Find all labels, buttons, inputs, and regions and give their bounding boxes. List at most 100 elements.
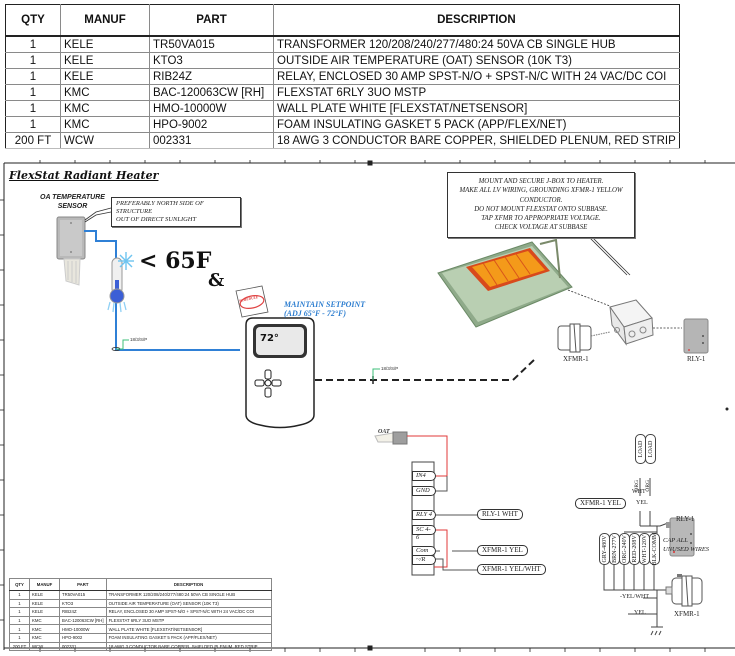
snowflake-icon [118, 252, 134, 270]
cell-description: TRANSFORMER 120/208/240/277/480:24 50VA … [105, 590, 272, 600]
cell-part: RIB24Z [59, 607, 107, 617]
cell-manuf: KMC [60, 100, 150, 117]
cell-manuf: KELE [29, 598, 60, 609]
and-symbol: & [208, 270, 225, 291]
sensor-location-note: PREFERABLY NORTH SIDE OF STRUCTURE OUT O… [111, 197, 241, 227]
relay-source-pill: XFMR-1 YEL [575, 498, 626, 509]
table-row: 1 KMC HPO-9002 FOAM INSULATING GASKET 5 … [5, 116, 680, 133]
cell-part: BAC-120063CW [RH] [59, 615, 107, 626]
note-line: TAP XFMR TO APPROPRIATE VOLTAGE. [481, 215, 601, 223]
cell-manuf: WCW [29, 641, 60, 652]
table-header-row: QTY MANUF PART DESCRIPTION [9, 578, 272, 591]
tap-label: BRN-277V [611, 535, 618, 563]
cell-qty: 1 [5, 84, 61, 101]
tap-label: ORG-240V [621, 535, 628, 563]
oa-sensor-label: OA TEMPERATURE SENSOR [40, 193, 105, 211]
load-pill-label: LOAD [647, 440, 654, 458]
cell-qty: 1 [5, 35, 61, 53]
relay-label: RLY-1 [687, 355, 706, 363]
note-line: PREFERABLY NORTH SIDE OF STRUCTURE [116, 200, 204, 215]
cell-part: KTO3 [59, 598, 107, 609]
setpoint-line-1: MAINTAIN SETPOINT [284, 300, 366, 309]
oa-sensor-label-line-2: SENSOR [57, 203, 88, 210]
cell-qty: 1 [9, 632, 30, 643]
cell-part: HPO-9002 [149, 116, 274, 133]
yel-wht-wire-label: -YEL/WHT [620, 594, 649, 600]
table-row: 1 KELE RIB24Z RELAY, ENCLOSED 30 AMP SPS… [5, 68, 680, 85]
cell-part: 002331 [149, 132, 274, 149]
load-pill-label: LOAD [637, 440, 644, 458]
cell-qty: 1 [5, 100, 61, 117]
note-line: MAKE ALL LV WIRING, GROUNDING XFMR-1 YEL… [459, 187, 623, 204]
cable-tag-marker [111, 339, 129, 351]
column-header-manuf: MANUF [60, 4, 150, 37]
column-header-part: PART [59, 578, 107, 591]
cell-manuf: KMC [60, 116, 150, 133]
setpoint-note: MAINTAIN SETPOINT (ADJ 65°F - 72°F) [284, 300, 365, 318]
note-leader [84, 207, 112, 221]
thermometer-icon [107, 257, 127, 313]
table-row: 1 KMC HMO-10000W WALL PLATE WHITE [FLEXS… [5, 100, 680, 117]
cell-manuf: KELE [60, 52, 150, 69]
diagram-title: FlexStat Radiant Heater [9, 169, 159, 182]
tap-label: GRY-480V [601, 535, 608, 563]
terminal-rly4: RLY 4 [412, 510, 436, 520]
schedule-clipboard-icon [235, 285, 269, 318]
cell-description: FOAM INSULATING GASKET 5 PACK (APP/FLEX/… [273, 116, 680, 133]
column-header-qty: QTY [9, 578, 30, 591]
terminal-gnd: GND [412, 486, 436, 496]
table-row: 1 KMC BAC-120063CW [RH] FLEXSTAT 6RLY 3U… [5, 84, 680, 101]
cell-qty: 1 [5, 116, 61, 133]
cell-manuf: KMC [29, 632, 60, 643]
relay-small-icon [666, 517, 695, 557]
transformer-wiring-lower [603, 561, 666, 636]
oat-sensor-small-icon [374, 431, 408, 445]
table-row: 200 FT WCW 002331 18 AWG 3 CONDUCTOR BAR… [5, 132, 680, 149]
cell-qty: 1 [9, 598, 30, 609]
transformer-icon [557, 323, 611, 353]
tap-label: RED-208V [631, 535, 638, 563]
terminal-sc46: SC 4-6 [412, 525, 436, 541]
temperature-condition: < 65F [139, 248, 212, 274]
cell-qty: 1 [9, 615, 30, 626]
heater-installation-note: MOUNT AND SECURE J-BOX TO HEATER. MAKE A… [447, 172, 635, 238]
cell-description: WALL PLATE WHITE [FLEXSTAT/NETSENSOR] [273, 100, 680, 117]
cable-tag-marker [372, 368, 380, 384]
column-header-qty: QTY [5, 4, 61, 37]
cable-tag-label: 18/3/S/P [381, 366, 399, 371]
oat-label: OAT [378, 429, 390, 435]
transformer-label: XFMR-1 [563, 355, 589, 363]
table-header-row: QTY MANUF PART DESCRIPTION [5, 4, 680, 37]
thermostat-cable [315, 358, 536, 381]
cell-part: KTO3 [149, 52, 274, 69]
cell-description: 18 AWG 3 CONDUCTOR BARE COPPER, SHIELDED… [105, 641, 272, 652]
radiant-heater-icon [437, 238, 573, 328]
sensor-wire [84, 230, 240, 351]
tap-label: BLK-COMM [651, 532, 658, 566]
cell-qty: 1 [9, 624, 30, 634]
cell-description: OUTSIDE AIR TEMPERATURE (OAT) SENSOR (10… [105, 598, 272, 609]
relay-icon [683, 318, 709, 354]
cell-description: 18 AWG 3 CONDUCTOR BARE COPPER, SHIELDED… [273, 132, 680, 149]
note-line: CAP ALL [663, 537, 688, 544]
cell-part: HPO-9002 [59, 632, 107, 643]
cell-description: TRANSFORMER 120/208/240/277/480:24 50VA … [273, 35, 680, 53]
ruler-ticks [0, 160, 706, 652]
column-header-manuf: MANUF [29, 578, 60, 591]
cell-description: FLEXSTAT 6RLY 3UO MSTP [273, 84, 680, 101]
cell-qty: 200 FT [9, 641, 30, 652]
cell-part: RIB24Z [149, 68, 274, 85]
cell-description: RELAY, ENCLOSED 30 AMP SPST-N/O + SPST-N… [273, 68, 680, 85]
bill-of-materials-table: QTY MANUF PART DESCRIPTION 1 KELE TR50VA… [5, 4, 680, 149]
cell-manuf: KMC [60, 84, 150, 101]
note-line: UNUSED WIRES [663, 546, 710, 553]
cell-part: TR50VA015 [59, 590, 107, 600]
cell-manuf: KELE [29, 607, 60, 617]
note-line: OUT OF DIRECT SUNLIGHT [116, 216, 197, 223]
